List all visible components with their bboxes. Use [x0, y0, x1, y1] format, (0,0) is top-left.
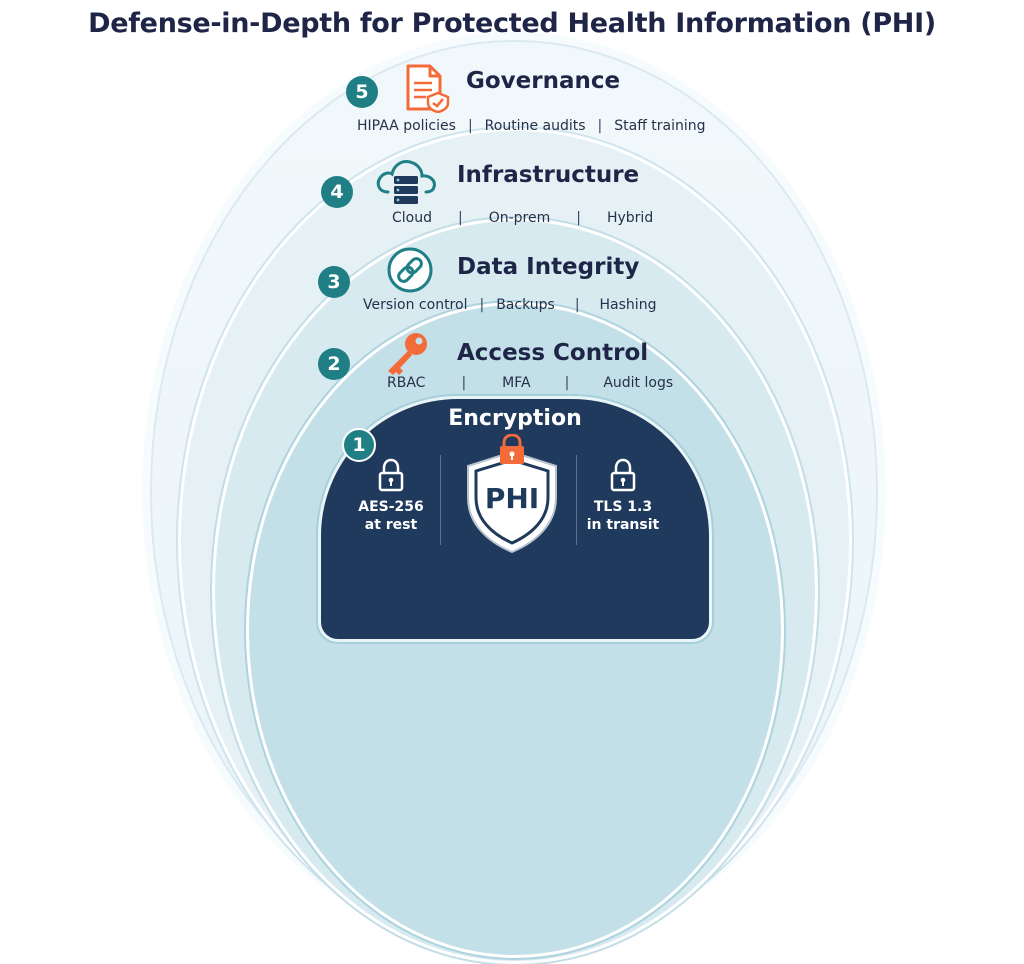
encryption-at-rest-line: AES-256	[358, 499, 424, 515]
diagram-title: Defense-in-Depth for Protected Health In…	[88, 8, 936, 39]
separator: |	[467, 118, 473, 134]
layer-title: Encryption	[448, 406, 582, 431]
padlock-icon	[608, 458, 638, 496]
layer-number-badge: 4	[321, 176, 353, 208]
separator: |	[458, 210, 463, 226]
layer-title: Access Control	[457, 340, 649, 366]
layer-item: Staff training	[614, 118, 706, 134]
key-icon	[382, 330, 432, 380]
layer-items: HIPAA policies | Routine audits | Staff trai…	[357, 118, 706, 134]
shield-icon	[456, 433, 568, 558]
separator: |	[576, 210, 581, 226]
encryption-in-transit-line: TLS 1.3	[593, 499, 653, 515]
separator: |	[574, 297, 580, 313]
layer-number-badge: 2	[318, 348, 350, 380]
layer-item: Audit logs	[603, 375, 674, 391]
cloud-server-icon	[374, 154, 438, 210]
layer-items: Version control | Backups | Hashing	[363, 297, 656, 313]
layer-title: Data Integrity	[457, 254, 640, 280]
layer-number-badge: 1	[342, 428, 376, 462]
layer-number-badge: 3	[318, 266, 350, 298]
layer-items: Cloud | On-prem | Hybrid	[392, 210, 653, 226]
separator: |	[461, 375, 467, 391]
encryption-at-rest-label: AES-256 at rest	[336, 498, 446, 534]
layer-item: Cloud	[392, 210, 432, 226]
link-chain-icon	[386, 246, 434, 298]
encryption-at-rest-line: at rest	[364, 517, 418, 533]
layer-item: Routine audits	[484, 118, 586, 134]
layer-number-badge: 5	[346, 76, 378, 108]
separator: |	[564, 375, 570, 391]
layer-item: On-prem	[488, 210, 551, 226]
layer-item: RBAC	[387, 375, 426, 391]
layer-item: HIPAA policies	[357, 118, 456, 134]
layer-items: RBAC | MFA | Audit logs	[387, 375, 673, 391]
encryption-in-transit-line: in transit	[586, 517, 660, 533]
encryption-in-transit-label: TLS 1.3 in transit	[568, 498, 678, 534]
layer-title: Governance	[466, 68, 621, 94]
layer-item: Hybrid	[606, 210, 654, 226]
policy-document-shield-icon	[402, 63, 450, 117]
phi-label: PHI	[484, 482, 540, 515]
layer-item: Backups	[496, 297, 555, 313]
divider	[576, 455, 577, 545]
separator: |	[597, 118, 603, 134]
padlock-icon	[376, 458, 406, 496]
layer-item: MFA	[502, 375, 531, 391]
layer-item: Hashing	[599, 297, 657, 313]
layer-title: Infrastructure	[457, 162, 640, 188]
separator: |	[479, 297, 485, 313]
divider	[440, 455, 441, 545]
layer-item: Version control	[363, 297, 468, 313]
